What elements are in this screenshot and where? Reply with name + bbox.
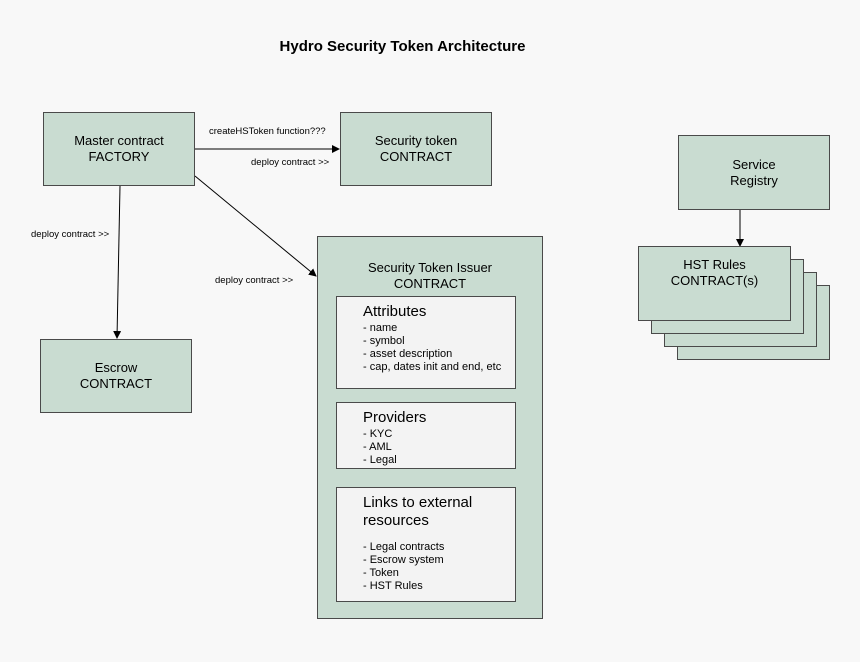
external-links-heading-line1: Links to external (363, 494, 473, 511)
deploy-to-token-label: deploy contract >> (251, 157, 330, 168)
external-links-list: - Legal contracts - Escrow system - Toke… (363, 541, 505, 593)
security-token-node-line2: CONTRACT (379, 149, 453, 164)
attributes-section: Attributes - name - symbol - asset descr… (336, 296, 516, 389)
list-item: - cap, dates init and end, etc (363, 361, 502, 373)
issuer-line2: CONTRACT (393, 276, 467, 291)
deploy-to-escrow-label: deploy contract >> (31, 229, 110, 240)
edge-master-to-escrow (113, 185, 122, 339)
escrow-line2: CONTRACT (79, 376, 153, 391)
list-item: - KYC (363, 428, 393, 440)
issuer-line1: Security Token Issuer (367, 260, 493, 275)
master-node-line1: Master contract (74, 133, 164, 148)
service-registry-line2: Registry (730, 172, 778, 188)
hst-rules-contracts-node: HST Rules CONTRACT(s) (638, 246, 791, 321)
list-item: - symbol (363, 335, 405, 347)
master-node-line2: FACTORY (88, 149, 150, 164)
attributes-list: - name - symbol - asset description - ca… (363, 322, 505, 374)
diagram-title: Hydro Security Token Architecture (279, 38, 526, 55)
list-item: - Token (363, 567, 399, 579)
list-item: - Legal (363, 454, 397, 466)
hst-rules-line1: HST Rules (683, 257, 746, 272)
external-links-heading-line2: resources (363, 512, 429, 529)
create-function-label: createHSToken function??? (209, 126, 326, 137)
deploy-to-issuer-label: deploy contract >> (215, 275, 294, 286)
providers-list: - KYC - AML - Legal (363, 428, 505, 467)
list-item: - asset description (363, 348, 453, 360)
service-registry-node: Service Registry (678, 135, 830, 210)
list-item: - AML (363, 441, 392, 453)
service-registry-line1: Service (732, 156, 776, 172)
hst-rules-line2: CONTRACT(s) (670, 273, 759, 288)
edge-master-to-issuer (194, 175, 317, 277)
security-token-node-line1: Security token (374, 133, 458, 148)
list-item: - HST Rules (363, 580, 423, 592)
escrow-line1: Escrow (94, 360, 138, 375)
list-item: - Escrow system (363, 554, 444, 566)
master-contract-factory-node: Master contract FACTORY (43, 112, 195, 186)
providers-heading: Providers (363, 409, 427, 426)
escrow-contract-node: Escrow CONTRACT (40, 339, 192, 413)
security-token-contract-node: Security token CONTRACT (340, 112, 492, 186)
list-item: - name (363, 322, 398, 334)
providers-section: Providers - KYC - AML - Legal (336, 402, 516, 469)
attributes-heading: Attributes (363, 303, 427, 320)
external-links-section: Links to external resources - Legal cont… (336, 487, 516, 602)
list-item: - Legal contracts (363, 541, 445, 553)
